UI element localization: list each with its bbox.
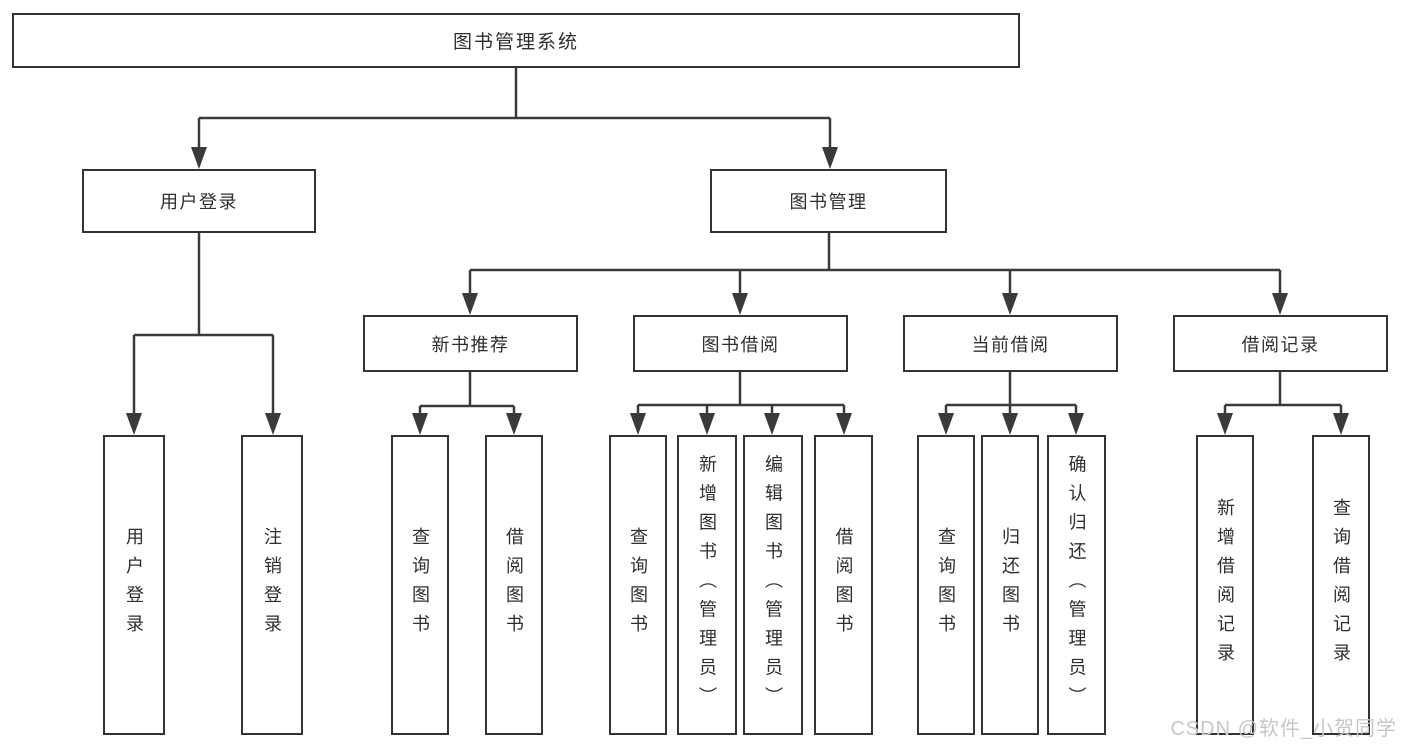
arrowhead <box>1272 293 1288 315</box>
leaf-bb-edit-book-admin-label: 编辑图书（管理员） <box>763 454 783 716</box>
arrowhead <box>462 293 478 315</box>
connector-root-to-level2 <box>197 68 832 150</box>
arrowhead <box>506 413 522 435</box>
leaf-bb-borrow-book-label: 借阅图书 <box>833 527 854 643</box>
arrowhead <box>1002 293 1018 315</box>
leaf-cb-query-book-label: 查询图书 <box>936 527 956 643</box>
arrowhead <box>836 413 852 435</box>
leaf-cb-return-book: 归还图书 <box>981 435 1039 735</box>
leaf-bb-add-book-admin: 新增图书（管理员） <box>677 435 737 735</box>
leaf-cb-confirm-return-admin: 确认归还（管理员） <box>1047 435 1106 735</box>
leaf-nb-borrow-book-label: 借阅图书 <box>504 527 524 643</box>
connector-borrowing-records-children <box>1223 372 1343 416</box>
leaf-nb-query-book: 查询图书 <box>391 435 449 735</box>
arrowhead <box>938 413 954 435</box>
connector-paths <box>132 68 1343 416</box>
arrowhead <box>764 413 780 435</box>
node-book-management: 图书管理 <box>710 169 947 233</box>
node-current-borrowing: 当前借阅 <box>903 315 1118 372</box>
arrowhead <box>822 147 838 169</box>
connector-book-borrowing-children <box>636 372 846 416</box>
leaf-br-query-record-label: 查询借阅记录 <box>1331 498 1351 672</box>
node-new-book-recommendation: 新书推荐 <box>363 315 578 372</box>
arrowhead <box>126 413 142 435</box>
arrowhead <box>699 413 715 435</box>
leaf-bb-borrow-book: 借阅图书 <box>814 435 873 735</box>
node-book-borrowing: 图书借阅 <box>633 315 848 372</box>
arrowheads <box>126 147 1349 435</box>
arrowhead <box>1333 413 1349 435</box>
connector-book-management-children <box>468 233 1282 296</box>
node-borrowing-records: 借阅记录 <box>1173 315 1388 372</box>
leaf-cb-query-book: 查询图书 <box>917 435 975 735</box>
arrowhead <box>265 413 281 435</box>
node-root: 图书管理系统 <box>12 13 1020 68</box>
leaf-bb-edit-book-admin: 编辑图书（管理员） <box>743 435 803 735</box>
leaf-user-login: 用户登录 <box>103 435 165 735</box>
leaf-logout-label: 注销登录 <box>262 527 282 643</box>
leaf-br-add-record: 新增借阅记录 <box>1196 435 1254 735</box>
leaf-bb-add-book-admin-label: 新增图书（管理员） <box>697 454 717 716</box>
arrowhead <box>1068 413 1084 435</box>
connector-current-borrowing-children <box>944 372 1078 416</box>
arrowhead <box>412 413 428 435</box>
connector-user-login-children <box>132 233 275 416</box>
arrowhead <box>1217 413 1233 435</box>
arrowhead <box>1002 413 1018 435</box>
leaf-logout: 注销登录 <box>241 435 303 735</box>
leaf-nb-borrow-book: 借阅图书 <box>485 435 543 735</box>
watermark: CSDN @软件_小贺同学 <box>1170 718 1397 740</box>
leaf-nb-query-book-label: 查询图书 <box>410 527 430 643</box>
leaf-bb-query-book-label: 查询图书 <box>628 527 648 643</box>
leaf-cb-return-book-label: 归还图书 <box>1000 527 1020 643</box>
leaf-br-query-record: 查询借阅记录 <box>1312 435 1370 735</box>
connector-new-book-children <box>418 372 516 416</box>
node-user-login: 用户登录 <box>82 169 316 233</box>
arrowhead <box>630 413 646 435</box>
leaf-cb-confirm-return-admin-label: 确认归还（管理员） <box>1066 454 1087 716</box>
leaf-user-login-label: 用户登录 <box>124 527 144 643</box>
leaf-br-add-record-label: 新增借阅记录 <box>1215 498 1235 672</box>
arrowhead <box>191 147 207 169</box>
arrowhead <box>732 293 748 315</box>
leaf-bb-query-book: 查询图书 <box>609 435 667 735</box>
